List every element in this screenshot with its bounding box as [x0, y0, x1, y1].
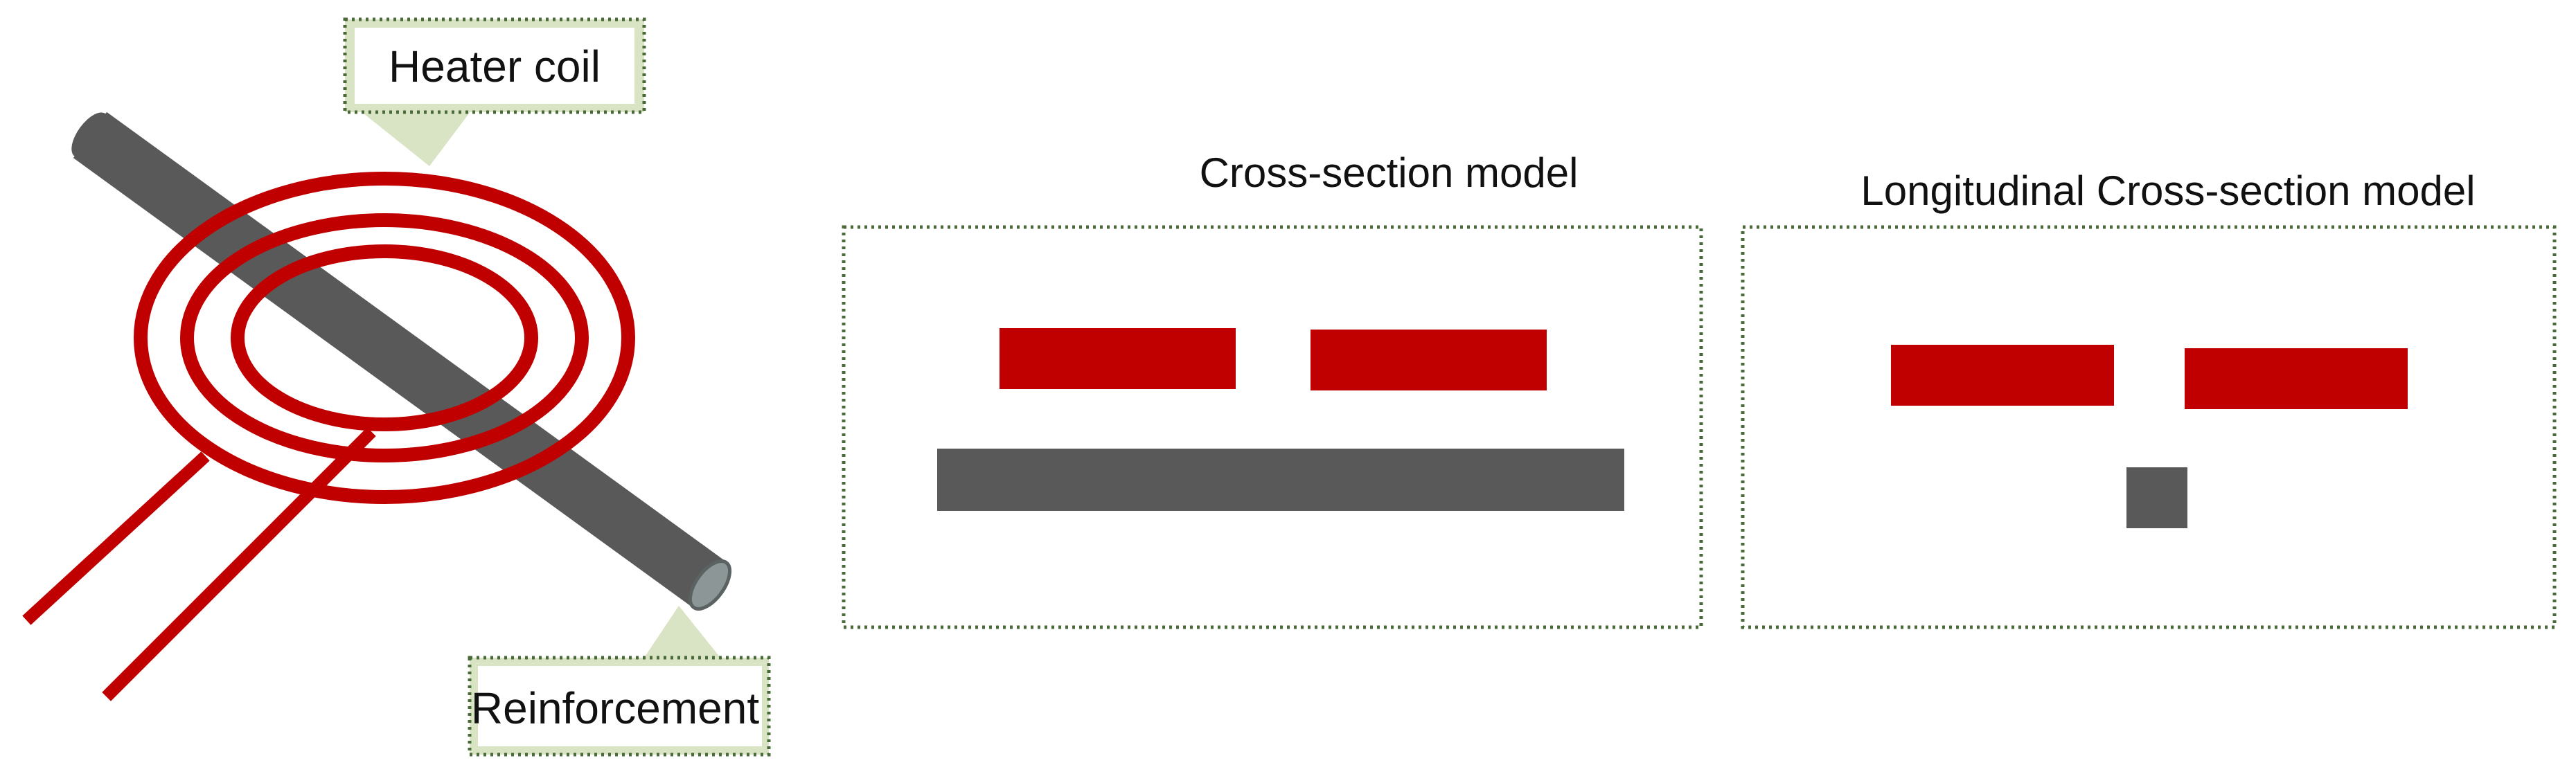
heater-coil-rings — [134, 172, 635, 504]
reinforcement-bar — [71, 111, 732, 611]
coil-section-left — [1000, 328, 1236, 389]
heater-coil-label: Heater coil — [389, 42, 601, 91]
longitudinal-panel: Longitudinal Cross-section model — [1741, 168, 2557, 629]
longitudinal-title: Longitudinal Cross-section model — [1860, 168, 2475, 214]
reinforcement-callout: Reinforcement — [468, 606, 771, 757]
reinforcement-label: Reinforcement — [471, 683, 759, 733]
coil-section-right-2 — [2185, 348, 2408, 409]
heater-illustration — [22, 111, 732, 701]
longitudinal-frame — [1741, 225, 2557, 629]
coil-section-left-2 — [1891, 345, 2114, 406]
cross-section-frame — [842, 225, 1703, 629]
rebar-section-square — [2126, 467, 2187, 528]
coil-section-right — [1311, 330, 1547, 390]
coil-leads — [22, 427, 376, 701]
rebar-section-longitudinal — [937, 449, 1624, 511]
heater-coil-callout: Heater coil — [343, 17, 646, 166]
cross-section-title: Cross-section model — [1200, 150, 1579, 196]
cross-section-panel: Cross-section model — [842, 150, 1703, 629]
